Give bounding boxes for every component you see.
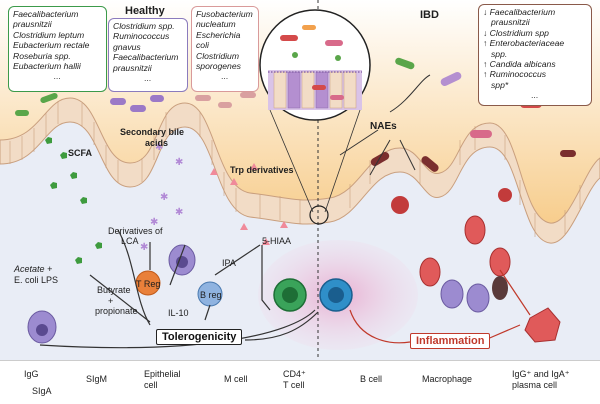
box-line: sporogenes [196, 61, 241, 72]
naes-label: NAEs [370, 121, 397, 132]
healthy-pink-bacteria-box: Fusobacterium nucleatum Escherichia coli… [191, 6, 259, 92]
nae-arrows [339, 74, 431, 176]
healthy-arrows [39, 229, 319, 349]
il10-label: IL-10 [168, 308, 189, 318]
macrophage-ibd [524, 307, 561, 343]
box-line: Faecalibacterium [13, 9, 79, 19]
butyrate-label-2: + [108, 296, 114, 306]
ipa-label: IPA [222, 258, 236, 268]
breg-label: B reg [200, 290, 222, 300]
zoom-line-left [269, 109, 314, 213]
box-line: Clostridium [196, 50, 239, 61]
acetate-label-1: Acetate + [14, 264, 53, 274]
box-line: ↑ Ruminococcus [483, 69, 547, 80]
box-line: ... [53, 71, 62, 82]
immune-cells-healthy [27, 244, 223, 344]
derivatives-lca-label-2: LCA [121, 236, 139, 246]
scfa-label: SCFA [68, 148, 93, 158]
healthy-purple-bacteria-box: Clostridium spp. Ruminococcus gnavus Fae… [108, 18, 188, 92]
box-line: Clostridium spp. [113, 21, 175, 31]
legend-cd4-label-1: CD4⁺ [283, 369, 306, 379]
legend: IgG SIgA SIgM Epithelial cell M cell CD4… [0, 360, 600, 404]
butyrate-label-3: propionate [95, 306, 138, 316]
box-line: Escherichia [196, 29, 241, 40]
box-line: spp* [491, 79, 509, 90]
box-line: ... [221, 71, 229, 82]
svg-text:✱: ✱ [160, 192, 168, 203]
legend-epithelial-label-1: Epithelial [144, 369, 181, 379]
butyrate-label-1: Butyrate [97, 285, 131, 295]
box-line: spp. [491, 48, 508, 59]
box-line: Eubacterium hallii [13, 61, 81, 72]
bile-acid-particles: ✱ ✱ ✱ ✱ ✱ ✱ [140, 142, 183, 253]
legend-sigm-label: SIgM [86, 374, 108, 384]
box-line: ... [144, 73, 152, 84]
legend-bcell-label: B cell [360, 374, 383, 384]
svg-text:✱: ✱ [175, 207, 183, 218]
healthy-bacteria [15, 92, 256, 116]
zoom-origin-circle [309, 205, 329, 225]
trp-particles [210, 163, 288, 245]
box-line: nucleatum [196, 19, 236, 30]
box-line: ↑ Candida albicans [483, 59, 556, 70]
legend-igg-label: IgG [24, 369, 39, 379]
ibd-bacteria-box: ↓ Faecalibacterium prausnitzii ↓ Clostri… [478, 4, 592, 106]
box-line: Roseburia spp. [13, 50, 71, 61]
ibd-arrows [349, 269, 531, 344]
box-line: coli [196, 40, 209, 51]
box-line: ↓ Faecalibacterium [483, 7, 556, 17]
trp-derivatives-label: Trp derivatives [230, 165, 294, 175]
svg-text:✱: ✱ [155, 142, 163, 153]
svg-text:✱: ✱ [150, 217, 158, 228]
legend-siga-label: SIgA [32, 386, 52, 396]
secondary-bile-label-1: Secondary bile [120, 127, 185, 137]
box-line: ↓ Clostridium spp [483, 27, 549, 38]
acetate-label-2: E. coli LPS [14, 275, 59, 285]
legend-epithelial-label-2: cell [144, 380, 158, 390]
box-line: gnavus [113, 41, 141, 52]
treg-label: T Reg [136, 279, 161, 289]
legend-plasma-label-1: IgG⁺ and IgA⁺ [512, 369, 570, 379]
5-hiaa-label: 5-HIAA [262, 236, 292, 246]
healthy-green-bacteria-box: Faecalibacterium prausnitzii Clostridium… [8, 6, 107, 92]
derivatives-lca-label-1: Derivatives of [108, 226, 163, 236]
box-line: Clostridium leptum [13, 29, 85, 40]
box-line: Eubacterium rectale [13, 40, 90, 51]
inflammation-box: Inflammation [410, 333, 491, 349]
box-line: prausnitzii [113, 62, 152, 73]
legend-cd4-label-2: T cell [283, 380, 305, 390]
secondary-bile-label-2: acids [145, 138, 169, 148]
ibd-title: IBD [420, 9, 439, 21]
box-line: Ruminococcus [113, 31, 170, 42]
svg-text:✱: ✱ [175, 157, 183, 168]
box-line: Faecalibacterium [113, 52, 179, 63]
box-line: ↑ Enterobacteriaceae [483, 38, 565, 49]
legend-macrophage-label: Macrophage [422, 374, 473, 384]
epithelial-cells [9, 101, 581, 237]
svg-text:✱: ✱ [140, 242, 148, 253]
box-line: prausnitzii [491, 17, 530, 28]
immune-cells-ibd [273, 215, 561, 343]
legend-mcell-label: M cell [224, 374, 248, 384]
zoom-inset-bacteria [280, 25, 344, 100]
tolerogenicity-box: Tolerogenicity [156, 329, 243, 345]
legend-plasma-label-2: plasma cell [512, 380, 558, 390]
scfa-particles [45, 137, 102, 264]
zoom-line-right [324, 109, 361, 213]
box-line: ... [531, 90, 539, 101]
box-line: prausnitzii [13, 19, 52, 30]
box-line: Fusobacterium [196, 9, 253, 19]
healthy-title: Healthy [125, 5, 165, 17]
